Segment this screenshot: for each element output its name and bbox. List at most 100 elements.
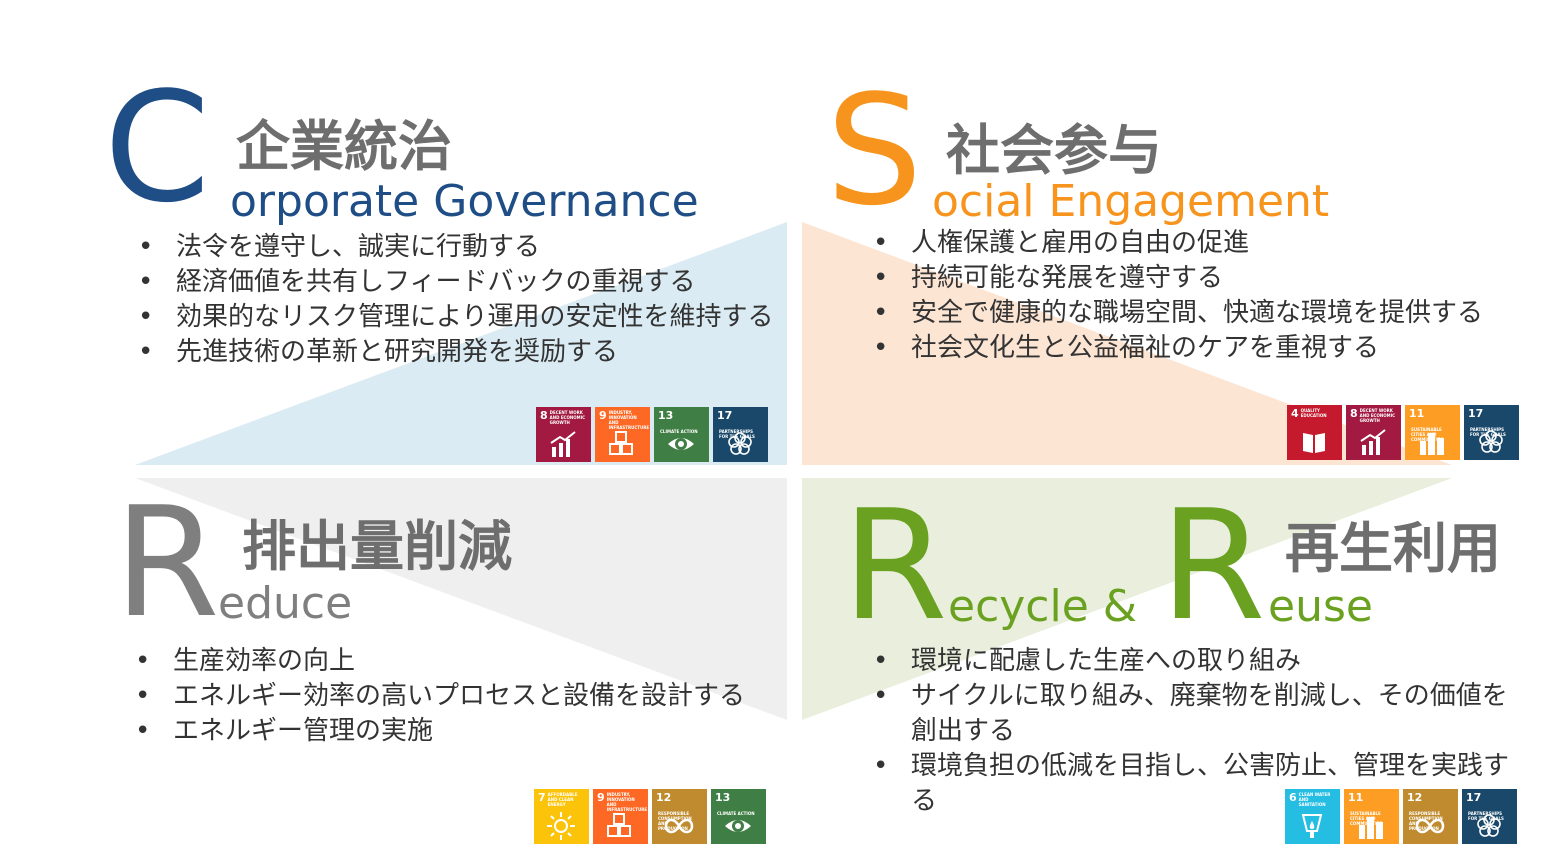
list-item: エネルギー効率の高いプロセスと設備を設計する [135,679,775,714]
c-big-letter: C [104,59,211,236]
sdg-number: 8 [1350,407,1358,420]
sdg-number: 11 [1409,407,1425,420]
sdg-label: DECENT WORK AND ECONOMIC GROWTH [1359,408,1396,423]
cubes-icon [609,431,633,455]
list-item: サイクルに取り組み、廃棄物を削減し、その価値を創出する [873,679,1523,749]
cubes-icon [607,813,631,837]
r-subtitle-en: educe [218,578,353,629]
sdg-goal-12-tile: 12RESPONSIBLE CONSUMPTION AND PRODUCTION [1403,789,1458,844]
sdg-goal-13-tile: 13CLIMATE ACTION [711,789,766,844]
rr-big-letter-2: R [1160,477,1266,654]
sdg-number: 4 [1291,407,1299,420]
rr-big-letter-1: R [842,477,948,654]
sdg-number: 17 [1466,791,1482,804]
c-bullet-list: 法令を遵守し、誠実に行動する 経済価値を共有しフィードバックの重視する 効果的な… [138,230,778,370]
sdg-number: 6 [1289,791,1297,804]
list-item: 生産効率の向上 [135,644,775,679]
s-subtitle-en: ocial Engagement [932,176,1330,227]
list-item: 安全で健康的な職場空間、快適な環境を提供する [873,296,1513,331]
sdg-goal-17-tile: 17PARTNERSHIPS FOR THE GOALS [1462,789,1517,844]
city-icon [1359,817,1383,839]
sdg-label: RESPONSIBLE CONSUMPTION AND PRODUCTION [658,811,692,831]
infinity-icon [664,818,694,834]
sdg-label: PARTNERSHIPS FOR THE GOALS [1470,427,1506,437]
sdg-label: CLIMATE ACTION [660,429,698,434]
partnership-ring-icon [1479,430,1503,453]
eye-globe-icon [725,820,751,832]
city-icon [1420,433,1444,455]
infinity-icon [1415,818,1445,834]
sdg-label: SUSTAINABLE CITIES AND COMMUNITIES [1411,427,1444,442]
list-item: 環境に配慮した生産への取り組み [873,644,1523,679]
sdg-number: 9 [597,791,605,804]
sdg-label: SUSTAINABLE CITIES AND COMMUNITIES [1350,811,1383,826]
sdg-label: AFFORDABLE AND CLEAN ENERGY [547,792,578,807]
s-bullet-list: 人権保護と雇用の自由の促進 持続可能な発展を遵守する 安全で健康的な職場空間、快… [873,226,1513,366]
rr-word-recycle: ecycle & [948,581,1138,632]
sdg-label: CLEAN WATER AND SANITATION [1298,792,1331,807]
eye-globe-icon [668,438,694,450]
sdg-number: 13 [658,409,674,422]
r-big-letter: R [114,474,220,651]
list-item: 法令を遵守し、誠実に行動する [138,230,778,265]
sdg-number: 9 [599,409,607,422]
r-title-jp: 排出量削減 [242,515,512,578]
sun-icon [547,812,575,840]
sdg-number: 17 [717,409,733,422]
sdg-goal-12-tile: 12RESPONSIBLE CONSUMPTION AND PRODUCTION [652,789,707,844]
sdg-goal-11-tile: 11SUSTAINABLE CITIES AND COMMUNITIES [1405,405,1460,460]
list-item: 効果的なリスク管理により運用の安定性を維持する [138,300,778,335]
sdg-label: INDUSTRY, INNOVATION AND INFRASTRUCTURE [606,792,648,812]
r-bullet-list: 生産効率の向上 エネルギー効率の高いプロセスと設備を設計する エネルギー管理の実… [135,644,775,749]
sdg-label: PARTNERSHIPS FOR THE GOALS [719,429,755,439]
s-big-letter: S [826,62,923,239]
sdg-number: 12 [1407,791,1423,804]
sdg-number: 12 [656,791,672,804]
list-item: 経済価値を共有しフィードバックの重視する [138,265,778,300]
partnership-ring-icon [728,432,752,455]
list-item: 社会文化生と公益福祉のケアを重視する [873,331,1513,366]
sdg-label: CLIMATE ACTION [717,811,755,816]
sdg-number: 8 [540,409,548,422]
sdg-number: 11 [1348,791,1364,804]
sdg-label: RESPONSIBLE CONSUMPTION AND PRODUCTION [1409,811,1443,831]
list-item: 持続可能な発展を遵守する [873,261,1513,296]
growth-chart-icon [1360,429,1386,455]
sdg-label: DECENT WORK AND ECONOMIC GROWTH [549,410,586,425]
sdg-goal-17-tile: 17PARTNERSHIPS FOR THE GOALS [1464,405,1519,460]
water-drop-icon [1301,814,1323,838]
list-item: 先進技術の革新と研究開発を奨励する [138,335,778,370]
rr-bullet-list: 環境に配慮した生産への取り組み サイクルに取り組み、廃棄物を削減し、その価値を創… [873,644,1523,819]
growth-chart-icon [550,431,576,457]
s-title-jp: 社会参与 [946,119,1162,182]
list-item: 人権保護と雇用の自由の促進 [873,226,1513,261]
sdg-goal-13-tile: 13CLIMATE ACTION [654,407,709,462]
sdg-number: 13 [715,791,731,804]
rr-title-jp: 再生利用 [1285,517,1501,580]
sdg-goal-11-tile: 11SUSTAINABLE CITIES AND COMMUNITIES [1344,789,1399,844]
list-item: 環境負担の低減を目指し、公害防止、管理を実践する [873,749,1523,819]
c-title-jp: 企業統治 [236,115,452,178]
sdg-label: INDUSTRY, INNOVATION AND INFRASTRUCTURE [608,410,650,430]
partnership-ring-icon [1477,814,1501,837]
sdg-number: 7 [538,791,546,804]
c-subtitle-en: orporate Governance [230,176,699,227]
book-icon [1303,433,1325,453]
rr-word-reuse: euse [1268,581,1373,632]
sdg-number: 17 [1468,407,1484,420]
sdg-label: PARTNERSHIPS FOR THE GOALS [1468,811,1504,821]
sdg-label: QUALITY EDUCATION [1300,408,1327,418]
sdg-goal-17-tile: 17PARTNERSHIPS FOR THE GOALS [713,407,768,462]
list-item: エネルギー管理の実施 [135,714,775,749]
